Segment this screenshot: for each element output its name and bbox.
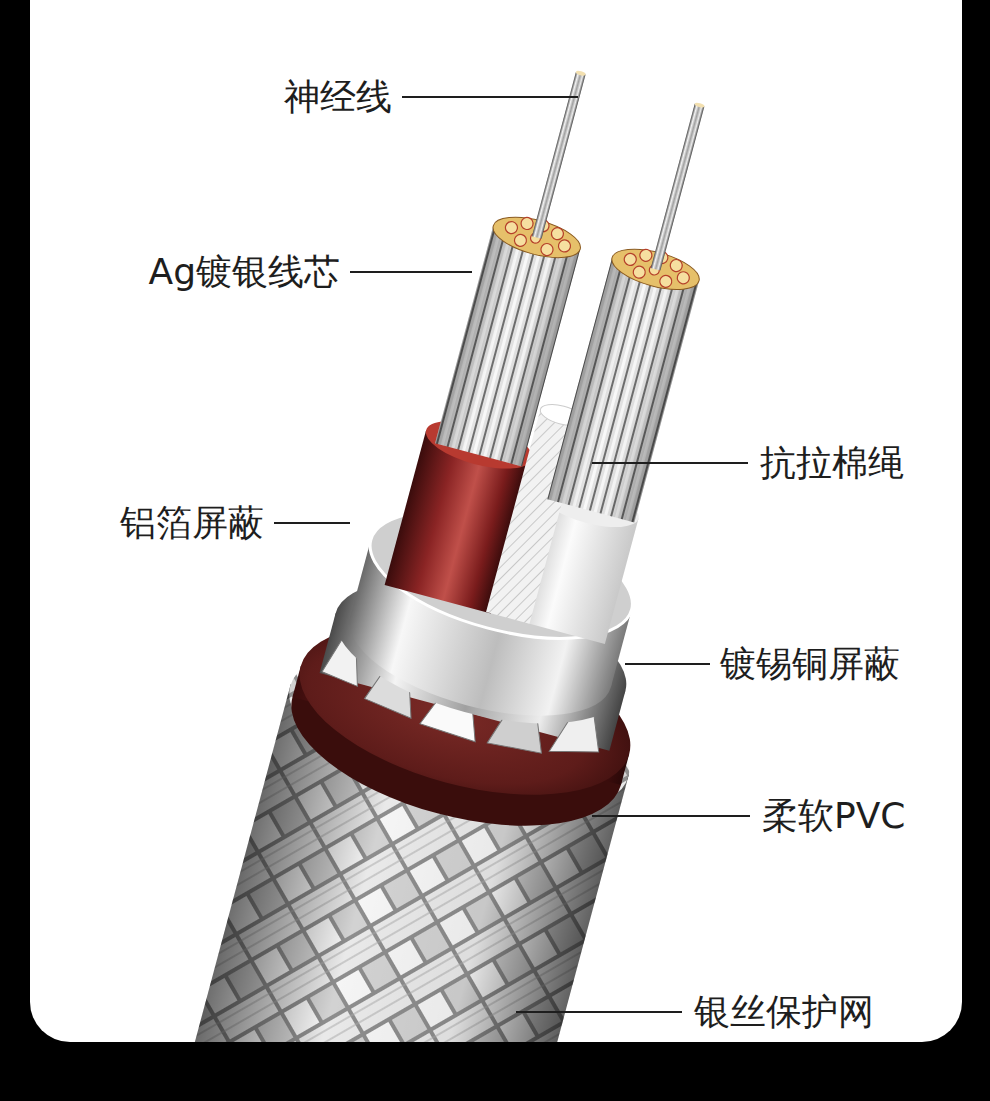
part-label: 镀锡铜屏蔽	[720, 644, 900, 684]
part-label: 柔软PVC	[762, 796, 905, 836]
leader-lines	[274, 97, 750, 1012]
part-label: 铝箔屏蔽	[120, 503, 264, 543]
part-label: 银丝保护网	[694, 992, 874, 1032]
part-label: 抗拉棉绳	[760, 443, 904, 483]
part-label: Ag镀银线芯	[149, 252, 340, 292]
part-label: 神经线	[284, 77, 392, 117]
